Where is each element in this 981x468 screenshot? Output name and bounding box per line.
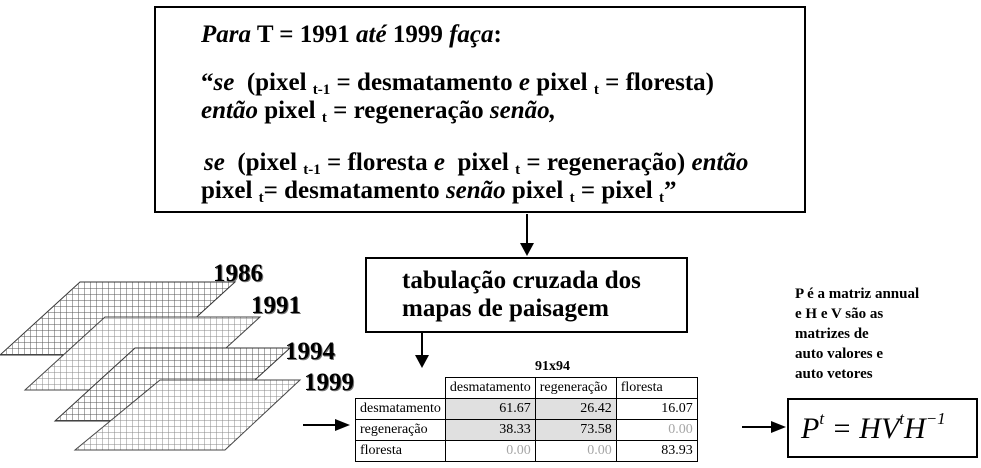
rule-line-1: Para T = 1991 até 1999 faça: (201, 21, 502, 48)
tabulation-line-1: tabulação cruzada dos (402, 267, 641, 294)
row-label: desmatamento (355, 398, 446, 420)
table-cell: 0.00 (615, 419, 698, 441)
matrix-note: P é a matriz annual e H e V são as matri… (795, 284, 919, 384)
table-cell: 73.58 (534, 419, 617, 441)
matrix-note-line-5: auto vetores (795, 366, 873, 382)
matrix-note-line-3: matrizes de (795, 326, 869, 342)
grid-layer-1999 (73, 379, 302, 451)
rule-line-4: se (pixel t-1 = floresta e pixel t = reg… (204, 149, 749, 178)
matrix-note-line-1: P é a matriz annual (795, 286, 920, 302)
arrow-down-2 (415, 332, 429, 368)
matrix-note-line-2: e H e V são as (795, 306, 884, 322)
table-row: floresta 0.00 0.00 83.93 (355, 440, 698, 462)
crosstab-table: desmatamento regeneração floresta desmat… (355, 377, 698, 462)
rule-line-3: então pixel t = regeneração senão, (201, 97, 556, 126)
arrow-right-2 (742, 421, 786, 433)
table-row: desmatamento 61.67 26.42 16.07 (355, 398, 698, 420)
table-cell: 0.00 (534, 440, 617, 462)
year-label-1986: 1986 (213, 260, 263, 287)
tabulation-line-2: mapas de paisagem (402, 295, 609, 322)
rule-line-2: “se (pixel t-1 = desmatamento e pixel t … (201, 69, 714, 98)
table-cell: 0.00 (444, 440, 536, 462)
arrow-right-1 (303, 419, 350, 431)
year-label-1994: 1994 (285, 338, 335, 365)
column-header: floresta (615, 377, 698, 399)
table-cell: 83.93 (615, 440, 698, 462)
rule-box: Para T = 1991 até 1999 faça: “se (pixel … (154, 6, 806, 213)
crosstab-title: 91x94 (535, 359, 570, 374)
table-cell: 38.33 (444, 419, 536, 441)
matrix-note-line-4: auto valores e (795, 346, 884, 362)
table-cell: 61.67 (444, 398, 536, 420)
tabulation-box: tabulação cruzada dos mapas de paisagem (365, 257, 688, 333)
table-cell: 26.42 (534, 398, 617, 420)
table-row: regeneração 38.33 73.58 0.00 (355, 419, 698, 441)
table-cell: 16.07 (615, 398, 698, 420)
year-label-1991: 1991 (251, 292, 301, 319)
arrow-down-1 (520, 214, 534, 256)
rule-line-5: pixel t= desmatamento senão pixel t = pi… (201, 177, 677, 206)
column-header: regeneração (534, 377, 617, 399)
formula-text: Pt = HVtH−1 (801, 409, 946, 445)
row-label: regeneração (355, 419, 446, 441)
year-label-1999: 1999 (304, 369, 354, 396)
column-header: desmatamento (444, 377, 536, 399)
crosstab-header-row: desmatamento regeneração floresta (356, 377, 698, 399)
formula-box: Pt = HVtH−1 (787, 398, 978, 458)
row-label: floresta (355, 440, 446, 462)
